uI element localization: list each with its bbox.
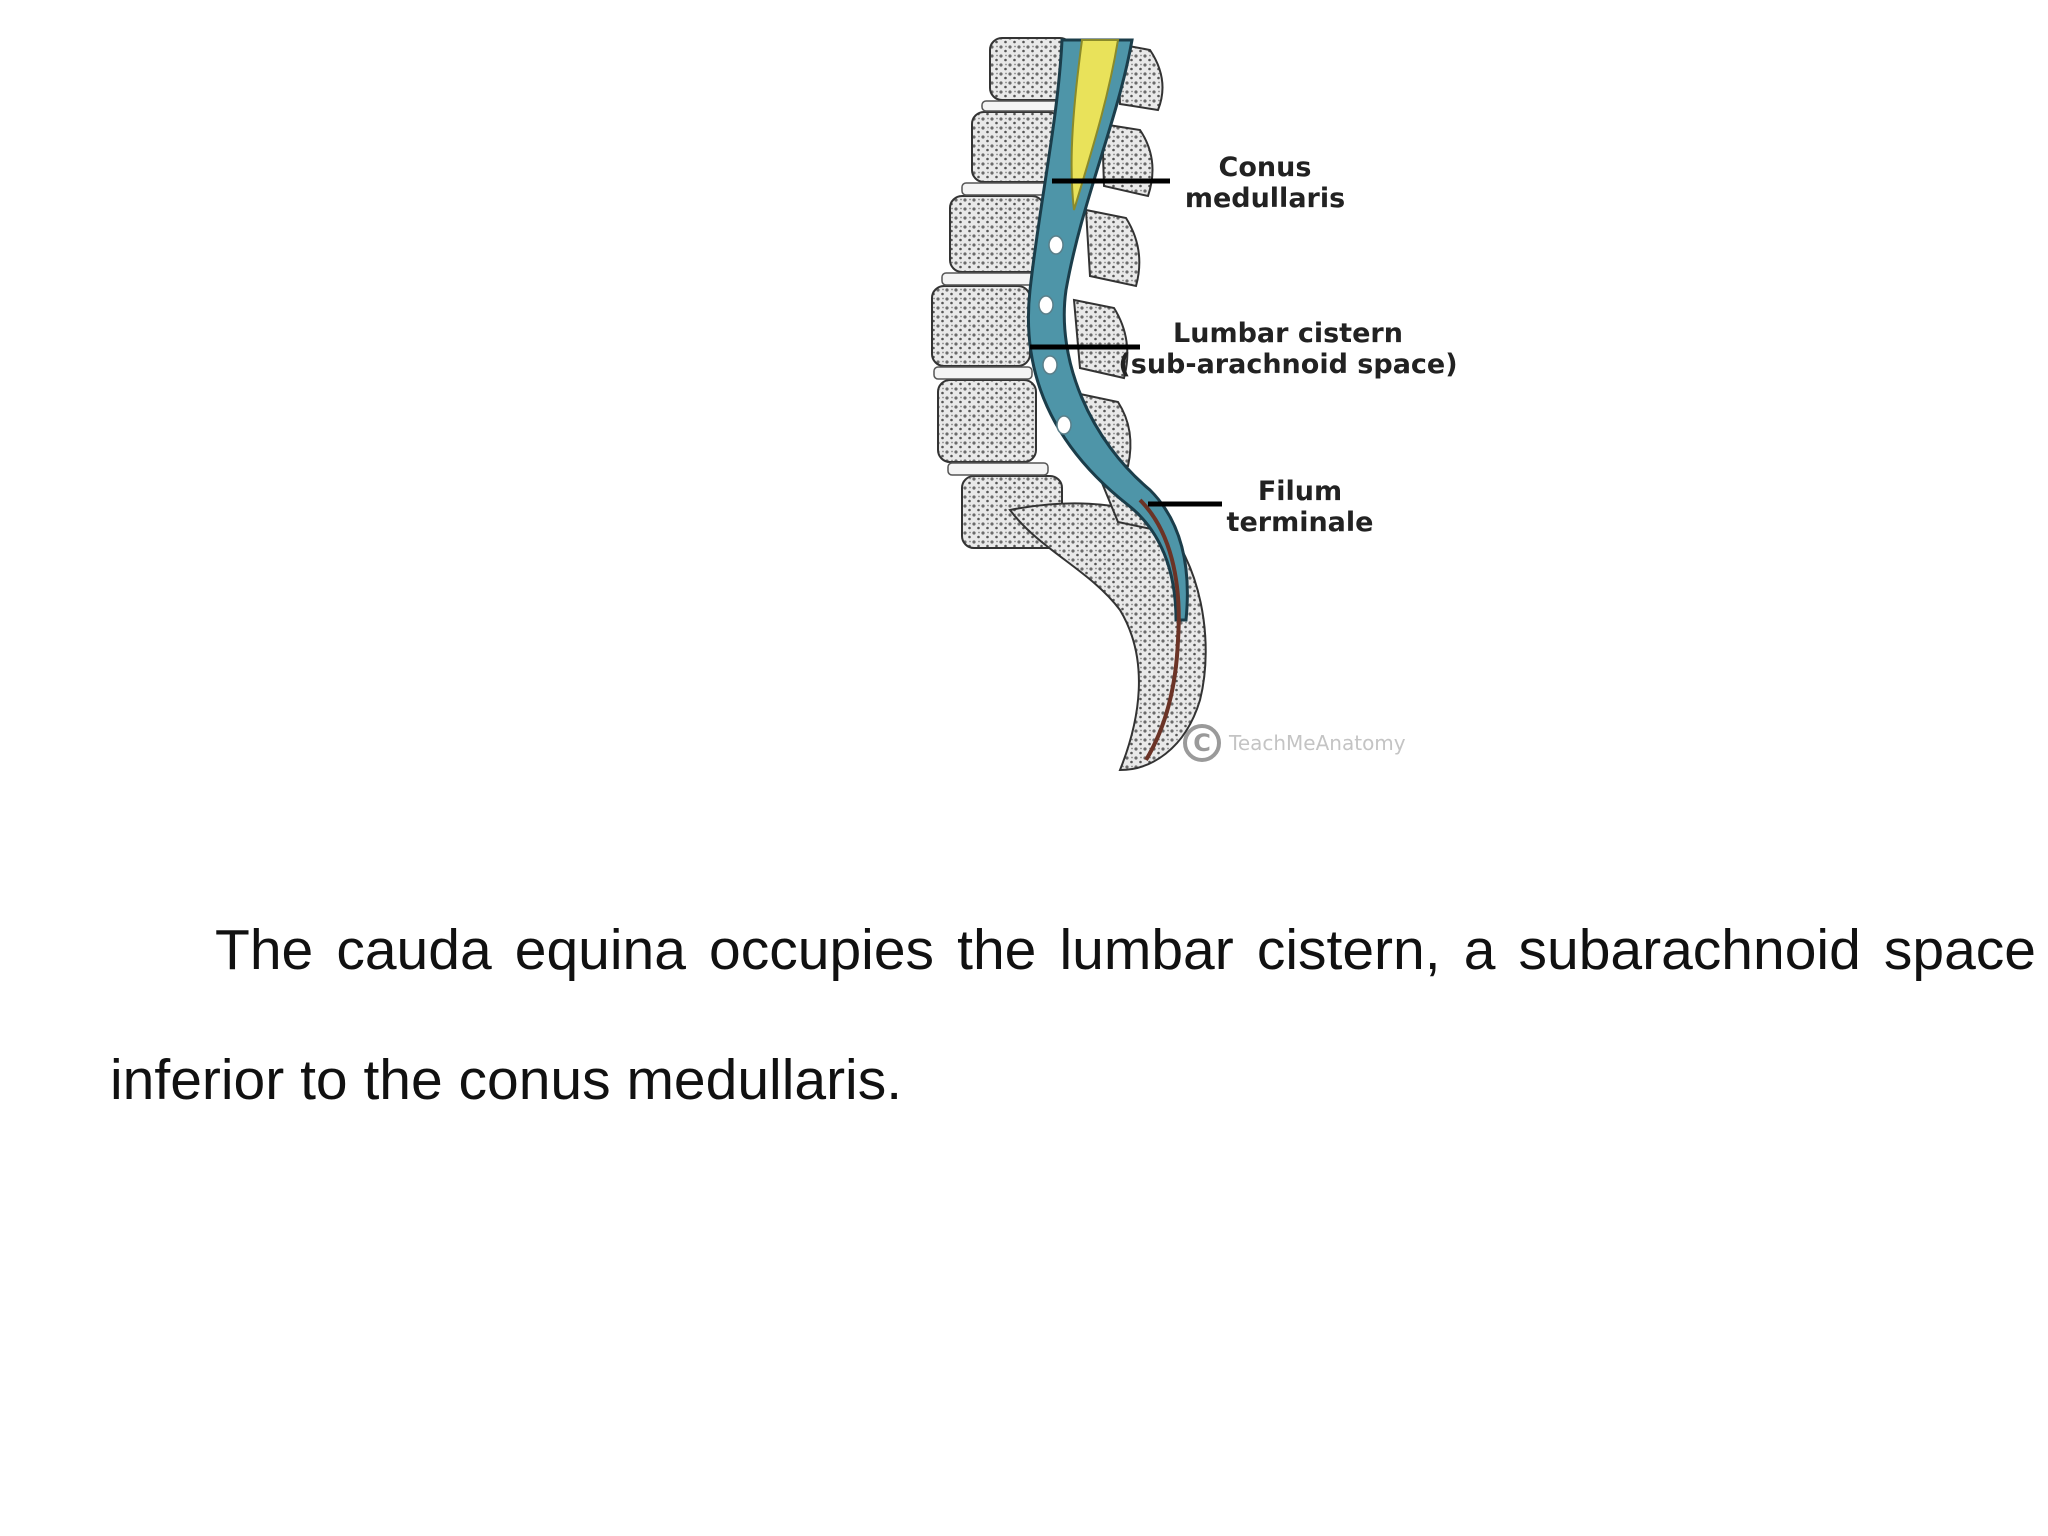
label-filum-terminale: Filum terminale (1226, 476, 1374, 538)
label-conus-medullaris: Conus medullaris (1184, 152, 1346, 214)
leader-lines (1030, 178, 1222, 507)
spine-sagittal-illustration (931, 37, 1222, 772)
filum-terminale (1138, 498, 1181, 762)
copyright-icon: C (1183, 724, 1221, 762)
conus-medullaris (1070, 39, 1120, 211)
watermark: C TeachMeAnatomy (1183, 720, 1406, 766)
intervertebral-discs (933, 100, 1069, 476)
watermark-text: TeachMeAnatomy (1229, 731, 1406, 755)
label-lumbar-cistern: Lumbar cistern (sub-arachnoid space) (1118, 318, 1458, 380)
cauda-equina-roots (1038, 235, 1072, 435)
thecal-sac (1026, 38, 1189, 622)
body-paragraph: The cauda equina occupies the lumbar cis… (110, 918, 2036, 1112)
